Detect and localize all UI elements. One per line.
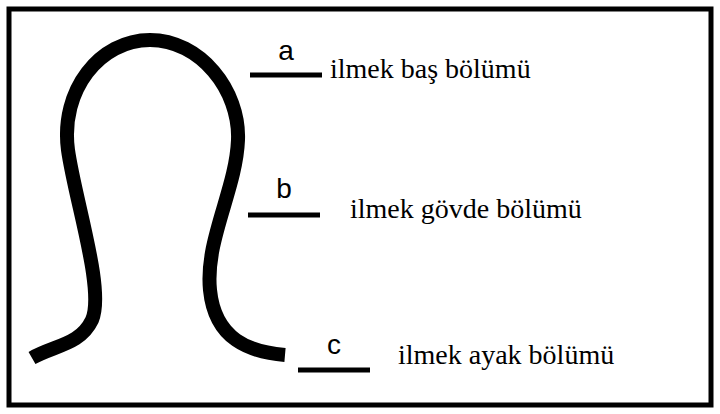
- leader-line: [250, 73, 322, 78]
- part-label: ilmek baş bölümü: [330, 52, 531, 86]
- callout-letter: a: [278, 34, 294, 68]
- part-label: ilmek ayak bölümü: [398, 338, 614, 372]
- part-label: ilmek gövde bölümü: [350, 192, 582, 226]
- frame-border: [9, 9, 711, 405]
- leader-line: [298, 368, 370, 373]
- leader-line: [248, 213, 320, 218]
- callout-letter: c: [327, 328, 341, 362]
- callout-letter: b: [276, 172, 292, 206]
- loop-shape: [32, 40, 285, 358]
